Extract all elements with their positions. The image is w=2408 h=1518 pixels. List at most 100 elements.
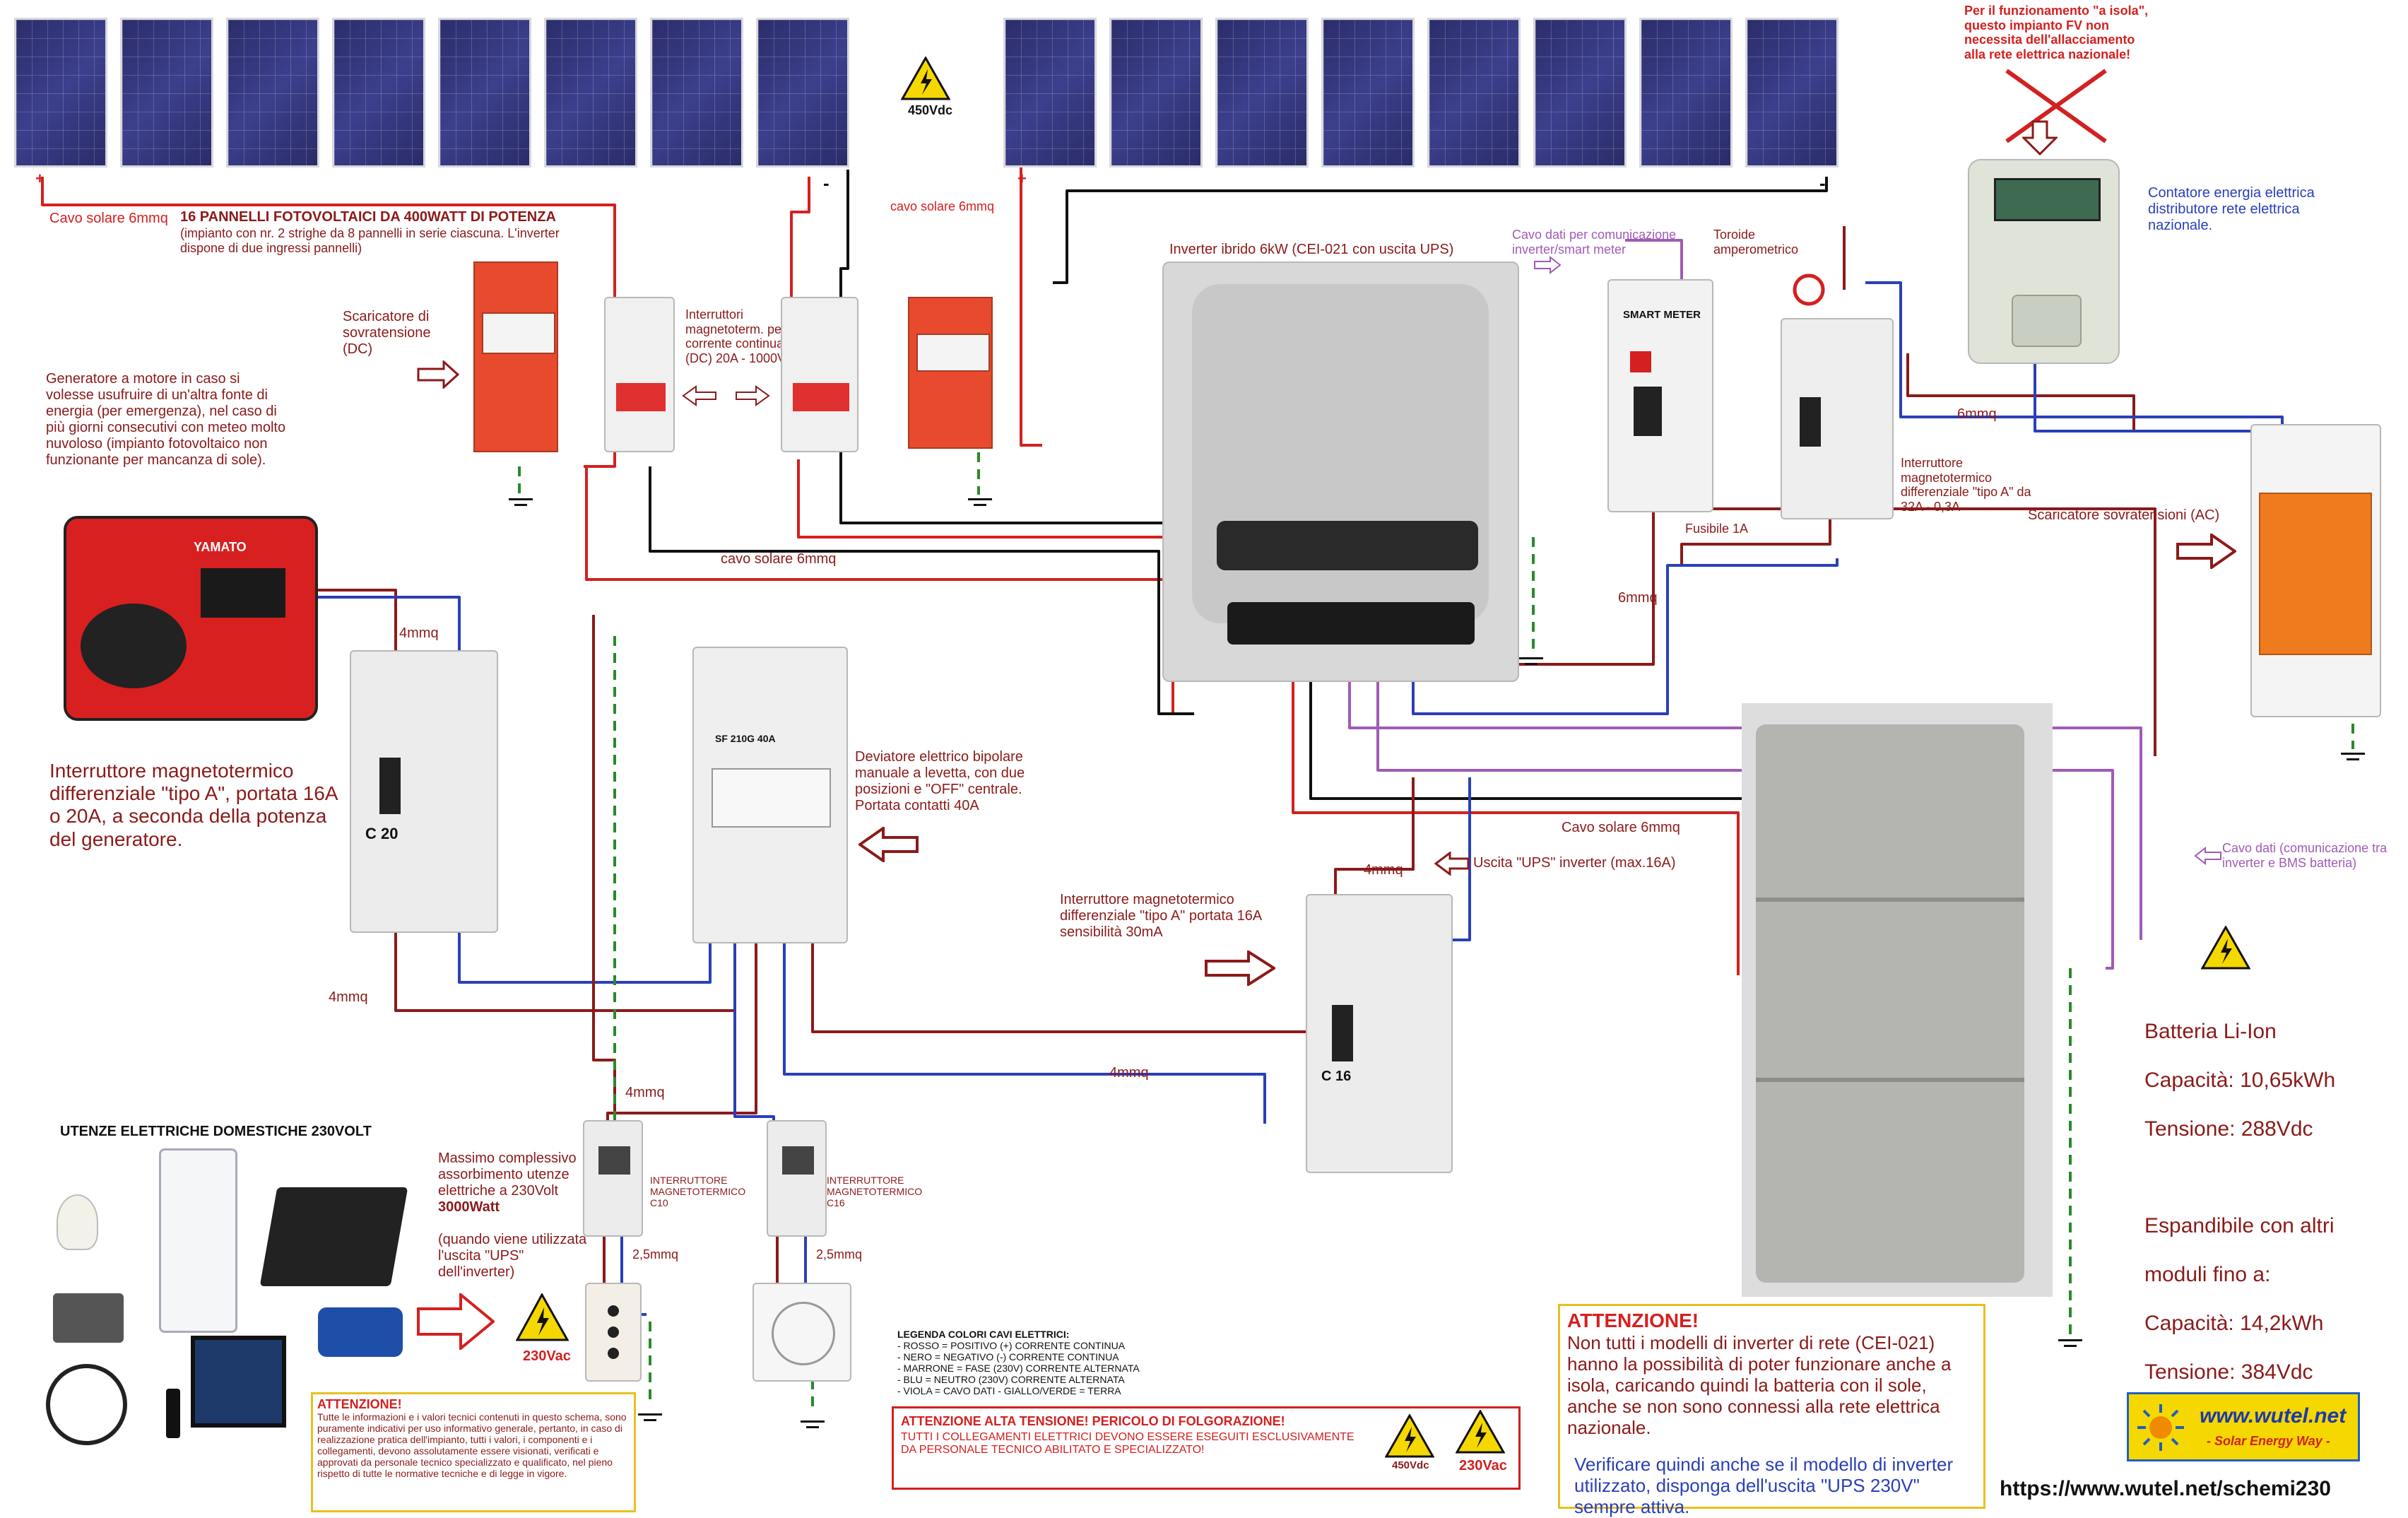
string-minus-label: - — [823, 172, 830, 194]
legend-red: - ROSSO = POSITIVO (+) CORRENTE CONTINUA — [897, 1340, 1126, 1352]
gen-breaker-label: Interruttore magnetotermico differenzial… — [49, 760, 337, 850]
ground-icon — [968, 498, 992, 511]
inverter-display-panel — [1217, 521, 1478, 570]
dc-minus-b — [839, 459, 1203, 622]
panels-heading: 16 PANNELLI FOTOVOLTAICI DA 400WATT DI P… — [180, 209, 556, 225]
ground-icon — [509, 498, 533, 511]
max-load-value: 3000Watt — [438, 1199, 500, 1215]
solar-panel — [332, 18, 425, 167]
switch-rating: SF 210G 40A — [715, 733, 776, 744]
cable-25mmq-a: 2,5mmq — [632, 1247, 679, 1261]
attention-right-body: Non tutti i modelli di inverter di rete … — [1567, 1332, 1952, 1438]
ground-icon — [638, 1413, 662, 1426]
smart-meter-text: SMART METER — [1623, 309, 1701, 321]
pointer-arrow-right-icon — [736, 385, 770, 406]
solar-panel — [650, 18, 743, 167]
fuse-label: Fusibile 1A — [1685, 522, 1749, 536]
high-voltage-warning-icon — [2201, 926, 2250, 970]
solar-panel — [1745, 18, 1839, 167]
cable-6mmq-b: 6mmq — [1618, 590, 1658, 606]
spd-dc-label: Scaricatore di sovratensione (DC) — [343, 309, 431, 357]
cable-4mmq-e: 4mmq — [625, 1085, 665, 1100]
cable-4mmq-c: 4mmq — [1364, 862, 1403, 878]
ups-rcbo: C 16 — [1306, 894, 1453, 1173]
cable-6mmq-a: 6mmq — [1957, 406, 1997, 422]
switch-ups-neutral — [783, 919, 1266, 1124]
source-url[interactable]: https://www.wutel.net/schemi230 — [2000, 1477, 2331, 1500]
battery-max-capacity: Capacità: 14,2kWh — [2144, 1312, 2324, 1335]
phase-drop — [592, 615, 616, 1124]
high-voltage-warning-icon — [1456, 1410, 1505, 1454]
grid-rcbo-label: Interruttore magnetotermico differenzial… — [1901, 456, 2031, 514]
spd-ac-label: Scaricatore sovratensioni (AC) — [2028, 507, 2220, 523]
grid-note: Per il funzionamento "a isola", questo i… — [1964, 4, 2149, 62]
dc-positive-wire-left — [41, 177, 616, 468]
generator-rcbo: C 20 — [350, 650, 498, 933]
dc-negative-wire-b — [1053, 177, 1828, 284]
breaker-c10 — [583, 1120, 643, 1237]
spd-dc-left — [473, 261, 558, 452]
c10-label: INTERRUTTORE MAGNETOTERMICO C10 — [650, 1175, 746, 1209]
bulb-icon — [57, 1194, 98, 1250]
battery-voltage: Tensione: 288Vdc — [2144, 1117, 2313, 1141]
gen-breaker-neutral — [458, 919, 712, 984]
breaker-c16 — [767, 1120, 827, 1237]
generator-label: Generatore a motore in caso si volesse u… — [46, 371, 286, 468]
inverter-label: Inverter ibrido 6kW (CEI-021 con uscita … — [1169, 242, 1454, 257]
battery-capacity: Capacità: 10,65kWh — [2144, 1068, 2336, 1092]
loads-phase — [606, 919, 757, 1124]
inverter-connectors — [1227, 602, 1475, 645]
dc-plus-b — [797, 459, 1188, 622]
solar-panel — [1109, 18, 1203, 167]
dc-positive-to-inverter — [585, 466, 1174, 714]
data-cable-meter-label: Cavo dati per comunicazione inverter/sma… — [1512, 228, 1677, 257]
drill-icon — [318, 1307, 403, 1357]
ground-icon — [2058, 1339, 2082, 1352]
remote-icon — [166, 1389, 180, 1438]
cable-4mmq-a: 4mmq — [399, 625, 439, 641]
spd-ac — [2250, 424, 2381, 717]
logo-tagline: - Solar Energy Way - — [2207, 1434, 2330, 1448]
loads-neutral — [733, 919, 775, 1131]
cable-4mmq-b: 4mmq — [329, 989, 368, 1005]
gen-rcbo-rating: C 20 — [365, 825, 399, 842]
ground-icon — [801, 1420, 825, 1433]
legend-blue: - BLU = NEUTRO (230V) CORRENTE ALTERNATA — [897, 1374, 1125, 1386]
fan-icon — [46, 1364, 127, 1445]
ups-rcbo-rating: C 16 — [1321, 1069, 1352, 1084]
tv-icon — [191, 1336, 286, 1428]
ground-icon — [1519, 657, 1543, 670]
legend-black: - NERO = NEGATIVO (-) CORRENTE CONTINUA — [897, 1351, 1119, 1363]
cable-25mmq-b: 2,5mmq — [816, 1247, 863, 1261]
switch-ups-phase — [811, 919, 1337, 1110]
attention-right-title: ATTENZIONE! — [1567, 1310, 1699, 1331]
floodlight-icon — [53, 1293, 124, 1343]
wutel-logo: www.wutel.net - Solar Energy Way - — [2127, 1392, 2360, 1461]
dc-breaker-left — [604, 297, 675, 452]
solar-panel — [14, 18, 107, 167]
cable-solar-label-a: cavo solare 6mmq — [721, 551, 837, 567]
pointer-arrow-left-icon — [1434, 852, 1470, 876]
lithium-battery — [1756, 724, 2024, 1283]
high-voltage-warning-icon — [516, 1293, 569, 1341]
string2-plus-label: + — [1017, 170, 1027, 187]
attention-right-body2: Verificare quindi anche se il modello di… — [1574, 1454, 1954, 1517]
solar-panel — [1639, 18, 1733, 167]
italian-socket — [585, 1283, 642, 1382]
danger-450vdc: 450Vdc — [1392, 1459, 1429, 1471]
neutral-wire-main — [1412, 558, 1839, 715]
pointer-arrow-right-icon — [1534, 256, 1562, 274]
solar-panel — [1321, 18, 1415, 167]
dc-negative-to-inverter — [649, 466, 1194, 715]
pointer-arrow-left-icon — [858, 827, 919, 862]
attention-box-left: ATTENZIONE! Tutte le informazioni e i va… — [311, 1392, 636, 1512]
pointer-arrow-right-icon — [2176, 534, 2236, 569]
battery-photo — [1742, 703, 2053, 1297]
danger-title: ATTENZIONE ALTA TENSIONE! PERICOLO DI FO… — [901, 1414, 1285, 1428]
solar-panel — [1533, 18, 1627, 167]
solar-panel — [438, 18, 531, 167]
ups-label: Uscita "UPS" inverter (max.16A) — [1473, 855, 1676, 871]
meter-label: Contatore energia elettrica distributore… — [2148, 185, 2315, 233]
panels-note: (impianto con nr. 2 strighe da 8 pannell… — [180, 226, 560, 255]
